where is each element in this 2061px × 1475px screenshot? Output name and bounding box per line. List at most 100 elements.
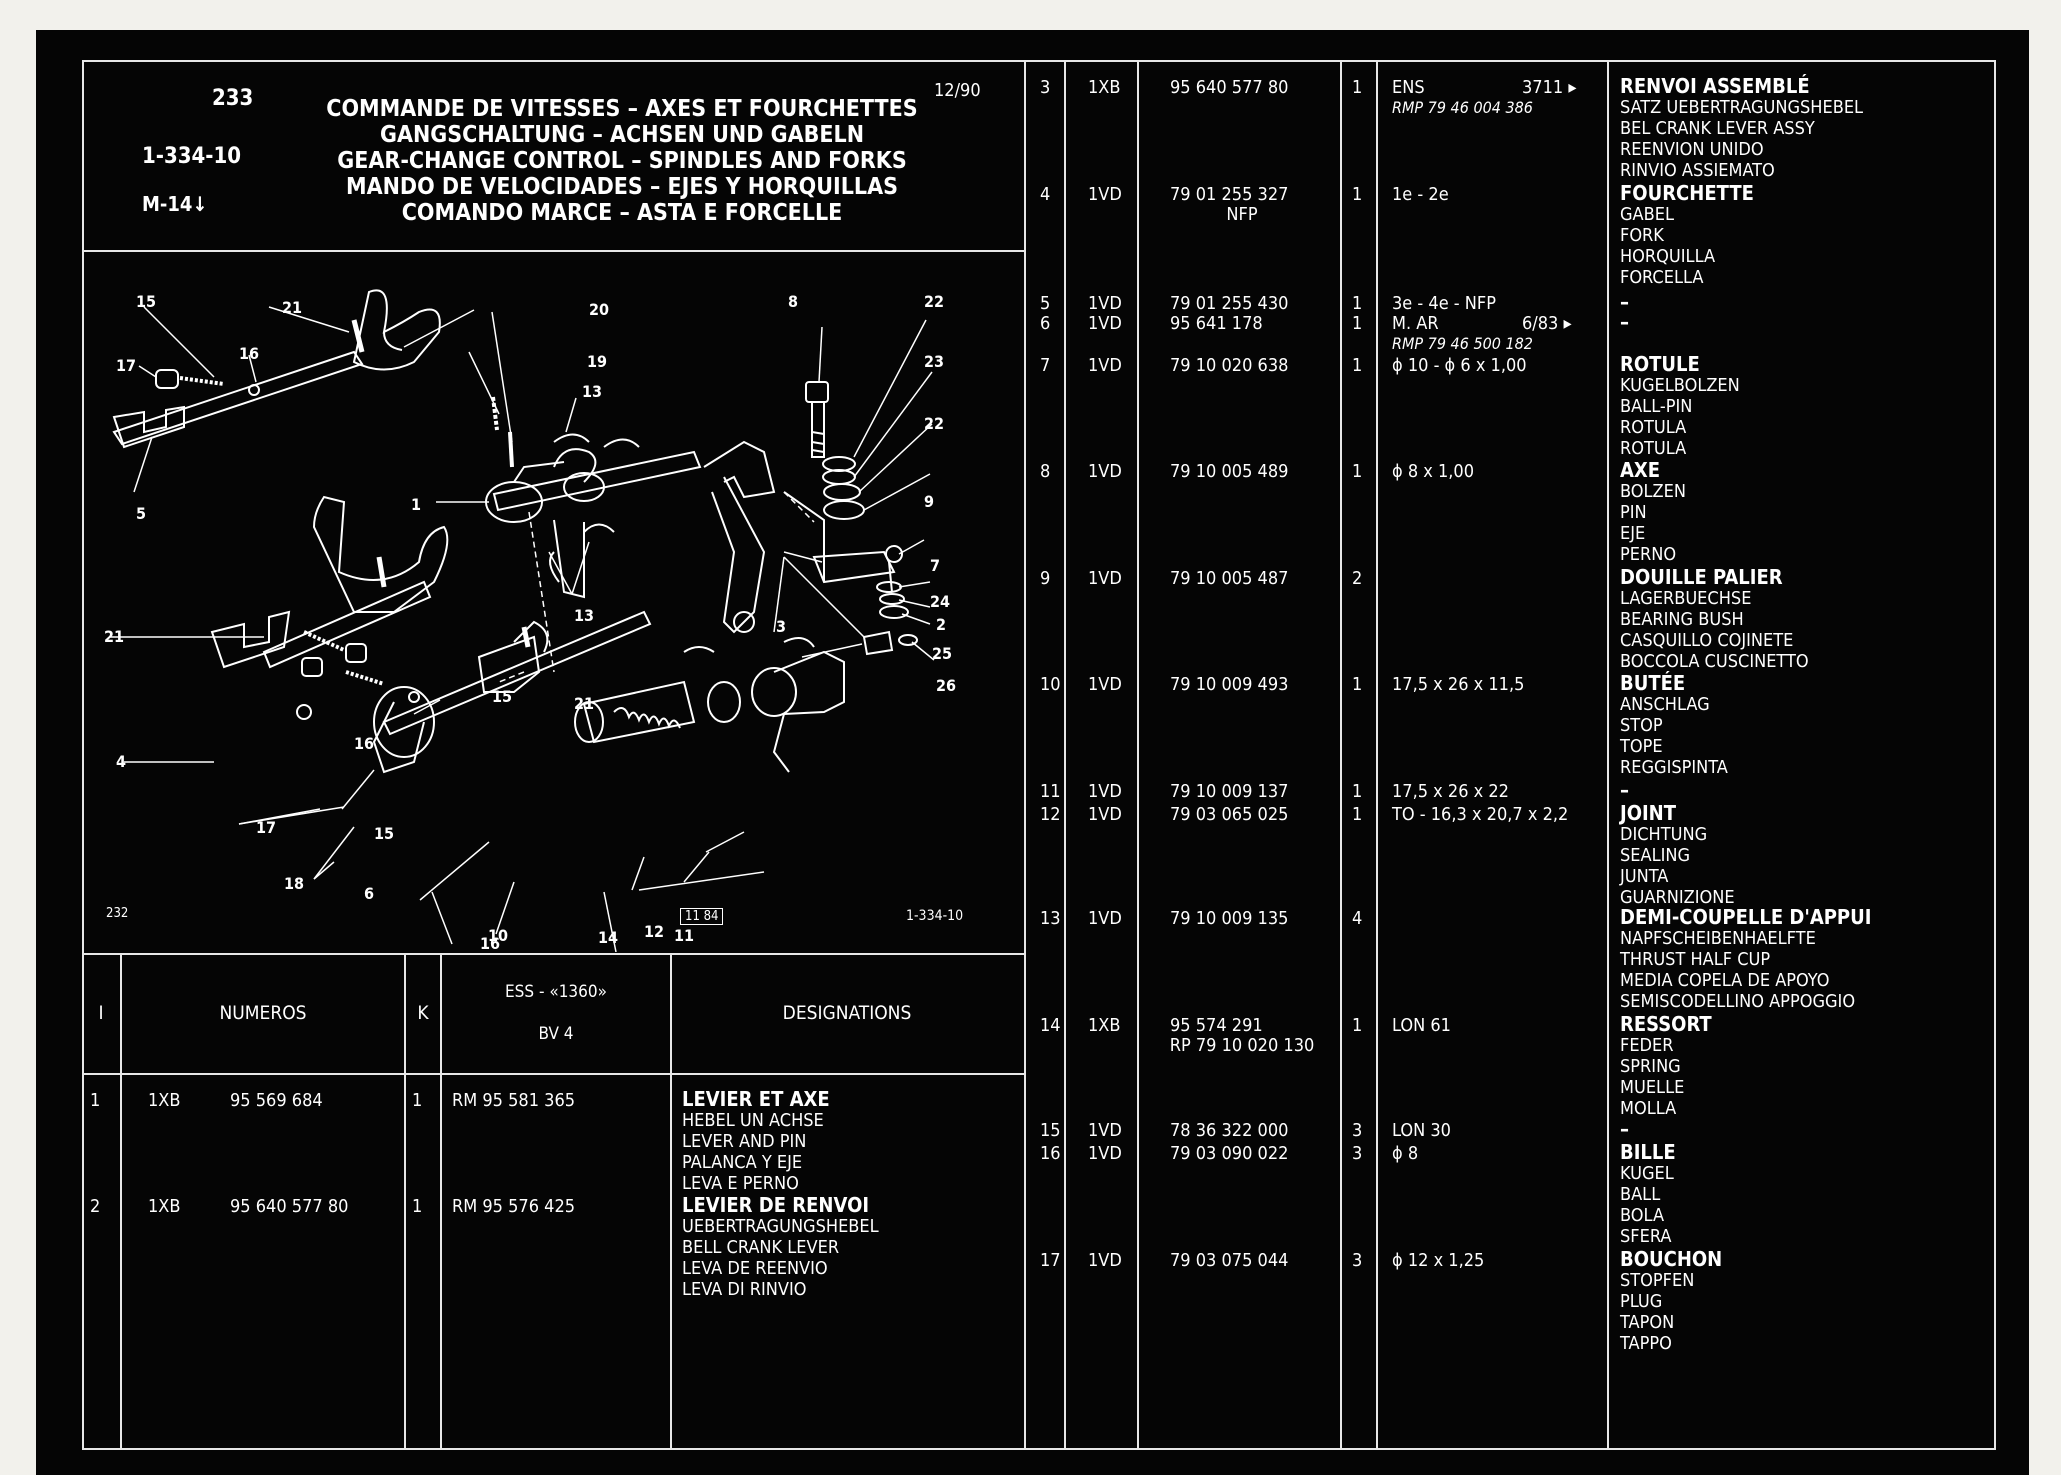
callout-15-top: 15 xyxy=(136,292,157,311)
row-qty: 1 xyxy=(1352,461,1363,482)
row-part-number: 79 03 075 044 xyxy=(1170,1250,1289,1271)
callout-21-top: 21 xyxy=(282,298,303,317)
callout-22-top: 22 xyxy=(924,292,945,311)
row-code: 1XB xyxy=(148,1090,181,1111)
row-index: 16 xyxy=(1040,1143,1061,1164)
row-code: 1XB xyxy=(1088,1015,1121,1036)
row-part-number: 78 36 322 000 xyxy=(1170,1120,1289,1141)
row-qty: 1 xyxy=(1352,674,1363,695)
row-part-number: 79 01 255 327 xyxy=(1170,184,1289,205)
row-code: 1VD xyxy=(1088,908,1122,929)
row-designation: – xyxy=(1620,310,1629,334)
row-part-number: 79 10 005 489 xyxy=(1170,461,1289,482)
row-index: 5 xyxy=(1040,293,1051,314)
column-header-numeros: NUMEROS xyxy=(219,1002,307,1024)
row-qty: 1 xyxy=(412,1196,423,1217)
row-code: 1VD xyxy=(1088,184,1122,205)
row-index: 3 xyxy=(1040,77,1051,98)
row-index: 8 xyxy=(1040,461,1051,482)
callout-21-bottom: 21 xyxy=(574,694,595,713)
callout-11: 11 xyxy=(674,926,695,945)
row-qty: 1 xyxy=(1352,355,1363,376)
callout-16-bottom: 16 xyxy=(480,934,501,953)
row-ess-ref: 3711 ▸ xyxy=(1522,77,1577,98)
row-part-number: 79 10 009 493 xyxy=(1170,674,1289,695)
callout-6: 6 xyxy=(364,884,375,903)
row-index: 14 xyxy=(1040,1015,1061,1036)
callout-16-top: 16 xyxy=(239,344,260,363)
callout-12: 12 xyxy=(644,922,665,941)
callout-15-bottom: 15 xyxy=(374,824,395,843)
row-code: 1VD xyxy=(1088,461,1122,482)
row-index: 17 xyxy=(1040,1250,1061,1271)
row-part-number: 79 01 255 430 xyxy=(1170,293,1289,314)
row-index: 1 xyxy=(90,1090,101,1111)
callout-23: 23 xyxy=(924,352,945,371)
callout-15-mid: 15 xyxy=(492,687,513,706)
callout-24: 24 xyxy=(930,592,951,611)
row-index: 13 xyxy=(1040,908,1061,929)
row-code: 1VD xyxy=(1088,1120,1122,1141)
row-ess: ϕ 12 x 1,25 xyxy=(1392,1250,1485,1271)
title-it: COMANDO MARCE – ASTA E FORCELLE xyxy=(401,200,843,226)
title-fr: COMMANDE DE VITESSES – AXES ET FOURCHETT… xyxy=(326,96,918,122)
row-ess: RM 95 576 425 xyxy=(452,1196,576,1217)
callout-17-top: 17 xyxy=(116,356,137,375)
row-part-number: 79 10 020 638 xyxy=(1170,355,1289,376)
row-ess: ϕ 8 xyxy=(1392,1143,1419,1164)
diagram-footer-right: 1-334-10 xyxy=(906,908,964,924)
column-header-bv: BV 4 xyxy=(538,1024,574,1044)
arrow-down-icon: ↓ xyxy=(192,192,208,216)
row-index: 12 xyxy=(1040,804,1061,825)
callout-14: 14 xyxy=(598,928,619,947)
row-index: 15 xyxy=(1040,1120,1061,1141)
row-code: 1VD xyxy=(1088,568,1122,589)
diagram-footer-left: 232 xyxy=(106,906,129,921)
row-ess: ENS xyxy=(1392,77,1425,98)
row-ess-ref: 6/83 ▸ xyxy=(1522,313,1572,334)
callout-13-bottom: 13 xyxy=(574,606,595,625)
row-index: 11 xyxy=(1040,781,1061,802)
callout-5: 5 xyxy=(136,504,147,523)
row-ess: M. AR xyxy=(1392,313,1439,334)
callout-2: 2 xyxy=(936,615,947,634)
row-qty: 1 xyxy=(1352,293,1363,314)
row-part-number-alt: NFP xyxy=(1226,204,1258,225)
row-designation: – xyxy=(1620,290,1629,314)
callout-1: 1 xyxy=(411,495,422,514)
row-code: 1VD xyxy=(1088,804,1122,825)
column-header-i: I xyxy=(98,1002,104,1024)
row-part-number: 79 10 009 137 xyxy=(1170,781,1289,802)
row-qty: 1 xyxy=(1352,184,1363,205)
row-part-number: 95 640 577 80 xyxy=(1170,77,1289,98)
row-qty: 3 xyxy=(1352,1250,1363,1271)
parts-catalog-page: 233 1-334-10 M-14↓ 12/90 COMMANDE DE VIT… xyxy=(82,60,1996,1450)
row-ess: 1e - 2e xyxy=(1392,184,1449,205)
callout-10: 10 xyxy=(488,926,509,945)
row-code: 1VD xyxy=(1088,674,1122,695)
row-part-number: 95 640 577 80 xyxy=(230,1196,349,1217)
callout-19: 19 xyxy=(587,352,608,371)
row-qty: 2 xyxy=(1352,568,1363,589)
exploded-parts-diagram: 1 2 3 4 5 6 7 8 9 10 11 12 13 13 14 15 1… xyxy=(84,252,1024,953)
row-qty: 1 xyxy=(1352,313,1363,334)
row-ess: LON 61 xyxy=(1392,1015,1451,1036)
callout-25: 25 xyxy=(932,644,953,663)
row-qty: 1 xyxy=(1352,1015,1363,1036)
row-ess: 17,5 x 26 x 11,5 xyxy=(1392,674,1525,695)
row-ess: 17,5 x 26 x 22 xyxy=(1392,781,1509,802)
callout-22-mid: 22 xyxy=(924,414,945,433)
row-part-number: 95 569 684 xyxy=(230,1090,323,1111)
row-index: 2 xyxy=(90,1196,101,1217)
row-ess: TO - 16,3 x 20,7 x 2,2 xyxy=(1392,804,1569,825)
